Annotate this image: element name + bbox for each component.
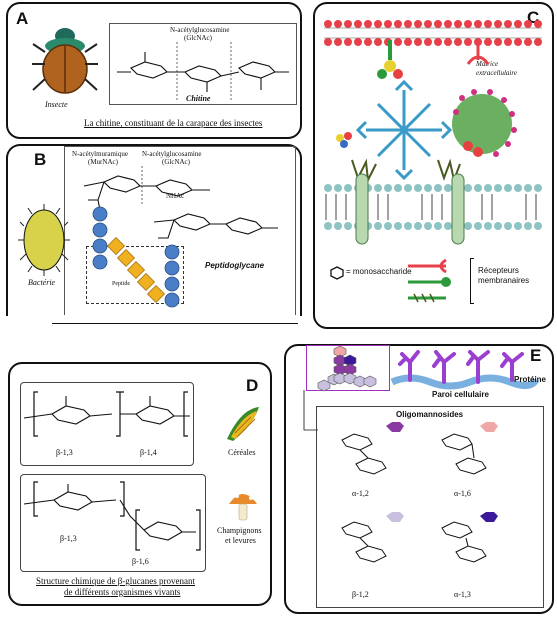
panel-e	[284, 344, 554, 614]
corn-illustration	[227, 407, 259, 441]
glcnac-b-abbr: (GlcNAc)	[162, 158, 190, 166]
nhac-label: NHAc	[166, 192, 185, 200]
cell-wall-label: Paroi cellulaire	[432, 390, 489, 399]
panel-e-letter: E	[530, 346, 542, 365]
beta13-16-box	[20, 474, 206, 572]
chitin-structure-box	[109, 23, 297, 105]
oligomannosides-box	[316, 406, 544, 608]
beta-glucan-cereal-structure	[23, 391, 190, 437]
mushrooms-label-2: et levures	[225, 536, 256, 545]
beta13-label-a: β-1,3	[56, 448, 73, 457]
oligomannoside-structures	[341, 422, 498, 563]
peptide-chain	[92, 206, 180, 308]
panel-b-letter: B	[34, 150, 47, 169]
beta13-label-b: β-1,3	[60, 534, 77, 543]
panel-d-caption-2: de différents organismes vivants	[64, 587, 181, 597]
cell-wall-protein	[390, 350, 539, 390]
alpha12-label: α-1,2	[352, 489, 369, 498]
beta13-14-box	[20, 382, 194, 466]
receptors-label-2: membranaires	[478, 276, 530, 285]
glcnac-b-name: N-acétylglucosamine	[142, 150, 202, 158]
mono-legend: = monosaccharide	[346, 267, 412, 276]
mannoprotein-zoom-box	[306, 345, 390, 391]
panel-a-caption: La chitine, constituant de la carapace d…	[84, 118, 263, 128]
beetle-illustration	[32, 28, 98, 94]
beta16-label: β-1,6	[132, 557, 149, 566]
receptor-icons	[408, 258, 451, 303]
glcnac-abbr: (GlcNAc)	[184, 34, 212, 42]
peptide-label: Peptide	[112, 281, 130, 287]
panel-b	[6, 144, 302, 316]
receptors-label-1: Récepteurs	[478, 266, 519, 275]
receptor-bracket	[470, 258, 474, 304]
mushroom-illustration	[229, 490, 257, 521]
plasma-membrane	[324, 173, 542, 245]
oligomannosides-title: Oligomannosides	[396, 410, 464, 419]
chitin-structure	[117, 42, 289, 100]
alpha13-label: α-1,3	[454, 590, 471, 599]
panel-a: A Insecte N-acétylglucosamine (GlcNAc) C…	[6, 2, 302, 139]
protein-label: Protéine	[514, 375, 547, 384]
beta-glucan-fungal-structure	[23, 481, 201, 551]
panel-d	[8, 362, 272, 606]
bacteria-illustration	[18, 204, 70, 276]
glcnac-name: N-acétylglucosamine	[170, 26, 230, 34]
chitin-label: Chitine	[186, 94, 211, 103]
bacteria-label: Bactérie	[28, 278, 56, 287]
beta12-label: β-1,2	[352, 590, 369, 599]
beta14-label: β-1,4	[140, 448, 157, 457]
matrix-label-2: extracellulaire	[476, 69, 517, 77]
panel-a-letter: A	[16, 9, 29, 28]
cereals-label: Céréales	[228, 448, 256, 457]
alpha16-label: α-1,6	[454, 489, 471, 498]
murnac-name: N-acétylmuramique	[72, 150, 128, 158]
peptide-dashed-box	[86, 246, 184, 304]
panel-d-letter: D	[246, 376, 259, 395]
peptidoglycan-box	[64, 146, 296, 315]
panel-d-caption-1: Structure chimique de β-glucanes provena…	[36, 576, 196, 586]
murnac-abbr: (MurNAc)	[88, 158, 118, 166]
zoom-connector	[303, 390, 318, 431]
panel-b-bottom-line	[52, 323, 298, 324]
peptidoglycan-structure	[83, 166, 278, 239]
mannan-chain	[317, 345, 377, 392]
extracellular-membrane	[324, 20, 542, 46]
insect-label: Insecte	[45, 100, 68, 109]
peptidoglycan-label: Peptidoglycane	[205, 261, 265, 270]
legend-hexagon-icon	[330, 266, 344, 280]
mushrooms-label-1: Champignons	[217, 526, 262, 535]
